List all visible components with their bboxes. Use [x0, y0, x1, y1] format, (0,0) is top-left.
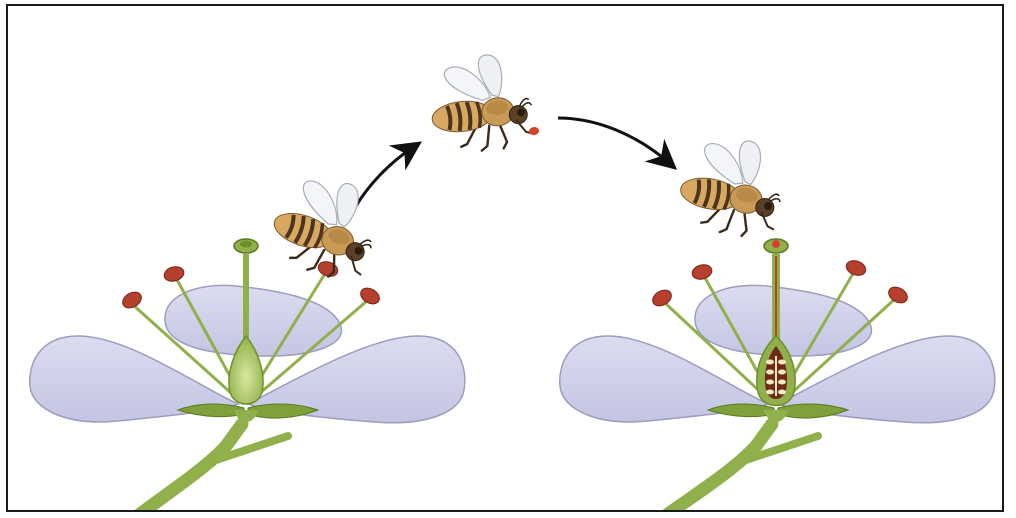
left-anther-2	[163, 265, 186, 284]
diagram-shape	[778, 360, 786, 365]
right-flower	[560, 239, 995, 510]
diagram-shape	[766, 370, 774, 375]
diagram-shape	[766, 390, 774, 395]
bee-on-right-stigma-icon	[675, 131, 790, 242]
arrow-middle-to-right	[558, 118, 668, 162]
right-anther-2	[691, 263, 714, 282]
diagram-shape	[240, 241, 252, 248]
bee-in-flight-icon	[426, 50, 540, 155]
pollination-diagram	[8, 6, 1002, 510]
pollen-on-stigma	[772, 240, 780, 248]
diagram-frame	[6, 4, 1004, 512]
right-anther-3	[844, 258, 868, 278]
diagram-shape	[778, 390, 786, 395]
left-stem	[140, 424, 242, 510]
diagram-shape	[766, 360, 774, 365]
left-flower	[30, 239, 465, 510]
diagram-shape	[426, 51, 535, 156]
diagram-shape	[778, 370, 786, 375]
diagram-shape	[766, 380, 774, 385]
right-stem	[668, 424, 772, 510]
right-anther-1	[650, 287, 674, 309]
arrow-left-to-middle	[356, 148, 412, 206]
diagram-shape	[778, 380, 786, 385]
left-anther-1	[120, 289, 144, 311]
carried-pollen	[529, 127, 540, 136]
diagram-shape	[675, 131, 790, 242]
